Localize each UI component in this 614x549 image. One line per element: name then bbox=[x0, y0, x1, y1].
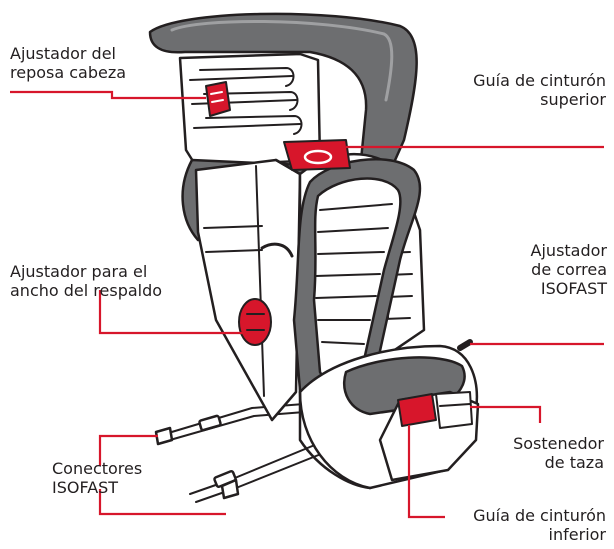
label-isofast-strap-adjuster: Ajustador de correa ISOFAST bbox=[531, 241, 607, 298]
label-isofast-connectors: Conectores ISOFAST bbox=[52, 459, 142, 497]
label-backrest-width-adjuster: Ajustador para el ancho del respaldo bbox=[10, 262, 162, 300]
label-line: Ajustador bbox=[531, 241, 607, 260]
label-line: superior bbox=[473, 90, 606, 109]
label-line: ISOFAST bbox=[52, 478, 142, 497]
label-line: Guía de cinturón bbox=[473, 71, 606, 90]
label-line: Ajustador del bbox=[10, 44, 126, 63]
line-cup-holder bbox=[470, 407, 540, 423]
label-line: reposa cabeza bbox=[10, 63, 126, 82]
label-upper-belt-guide: Guía de cinturón superior bbox=[473, 71, 606, 109]
label-line: de correa bbox=[531, 260, 607, 279]
label-cup-holder: Sostenedor de taza bbox=[513, 434, 604, 472]
label-line: Guía de cinturón bbox=[473, 506, 606, 525]
label-lower-belt-guide: Guía de cinturón inferior bbox=[473, 506, 606, 544]
label-line: Sostenedor bbox=[513, 434, 604, 453]
line-headrest-adjuster bbox=[10, 92, 206, 98]
label-line: de taza bbox=[513, 453, 604, 472]
label-line: inferior bbox=[473, 525, 606, 544]
label-line: Ajustador para el bbox=[10, 262, 162, 281]
label-line: ancho del respaldo bbox=[10, 281, 162, 300]
label-headrest-adjuster: Ajustador del reposa cabeza bbox=[10, 44, 126, 82]
label-line: ISOFAST bbox=[531, 279, 607, 298]
label-line: Conectores bbox=[52, 459, 142, 478]
